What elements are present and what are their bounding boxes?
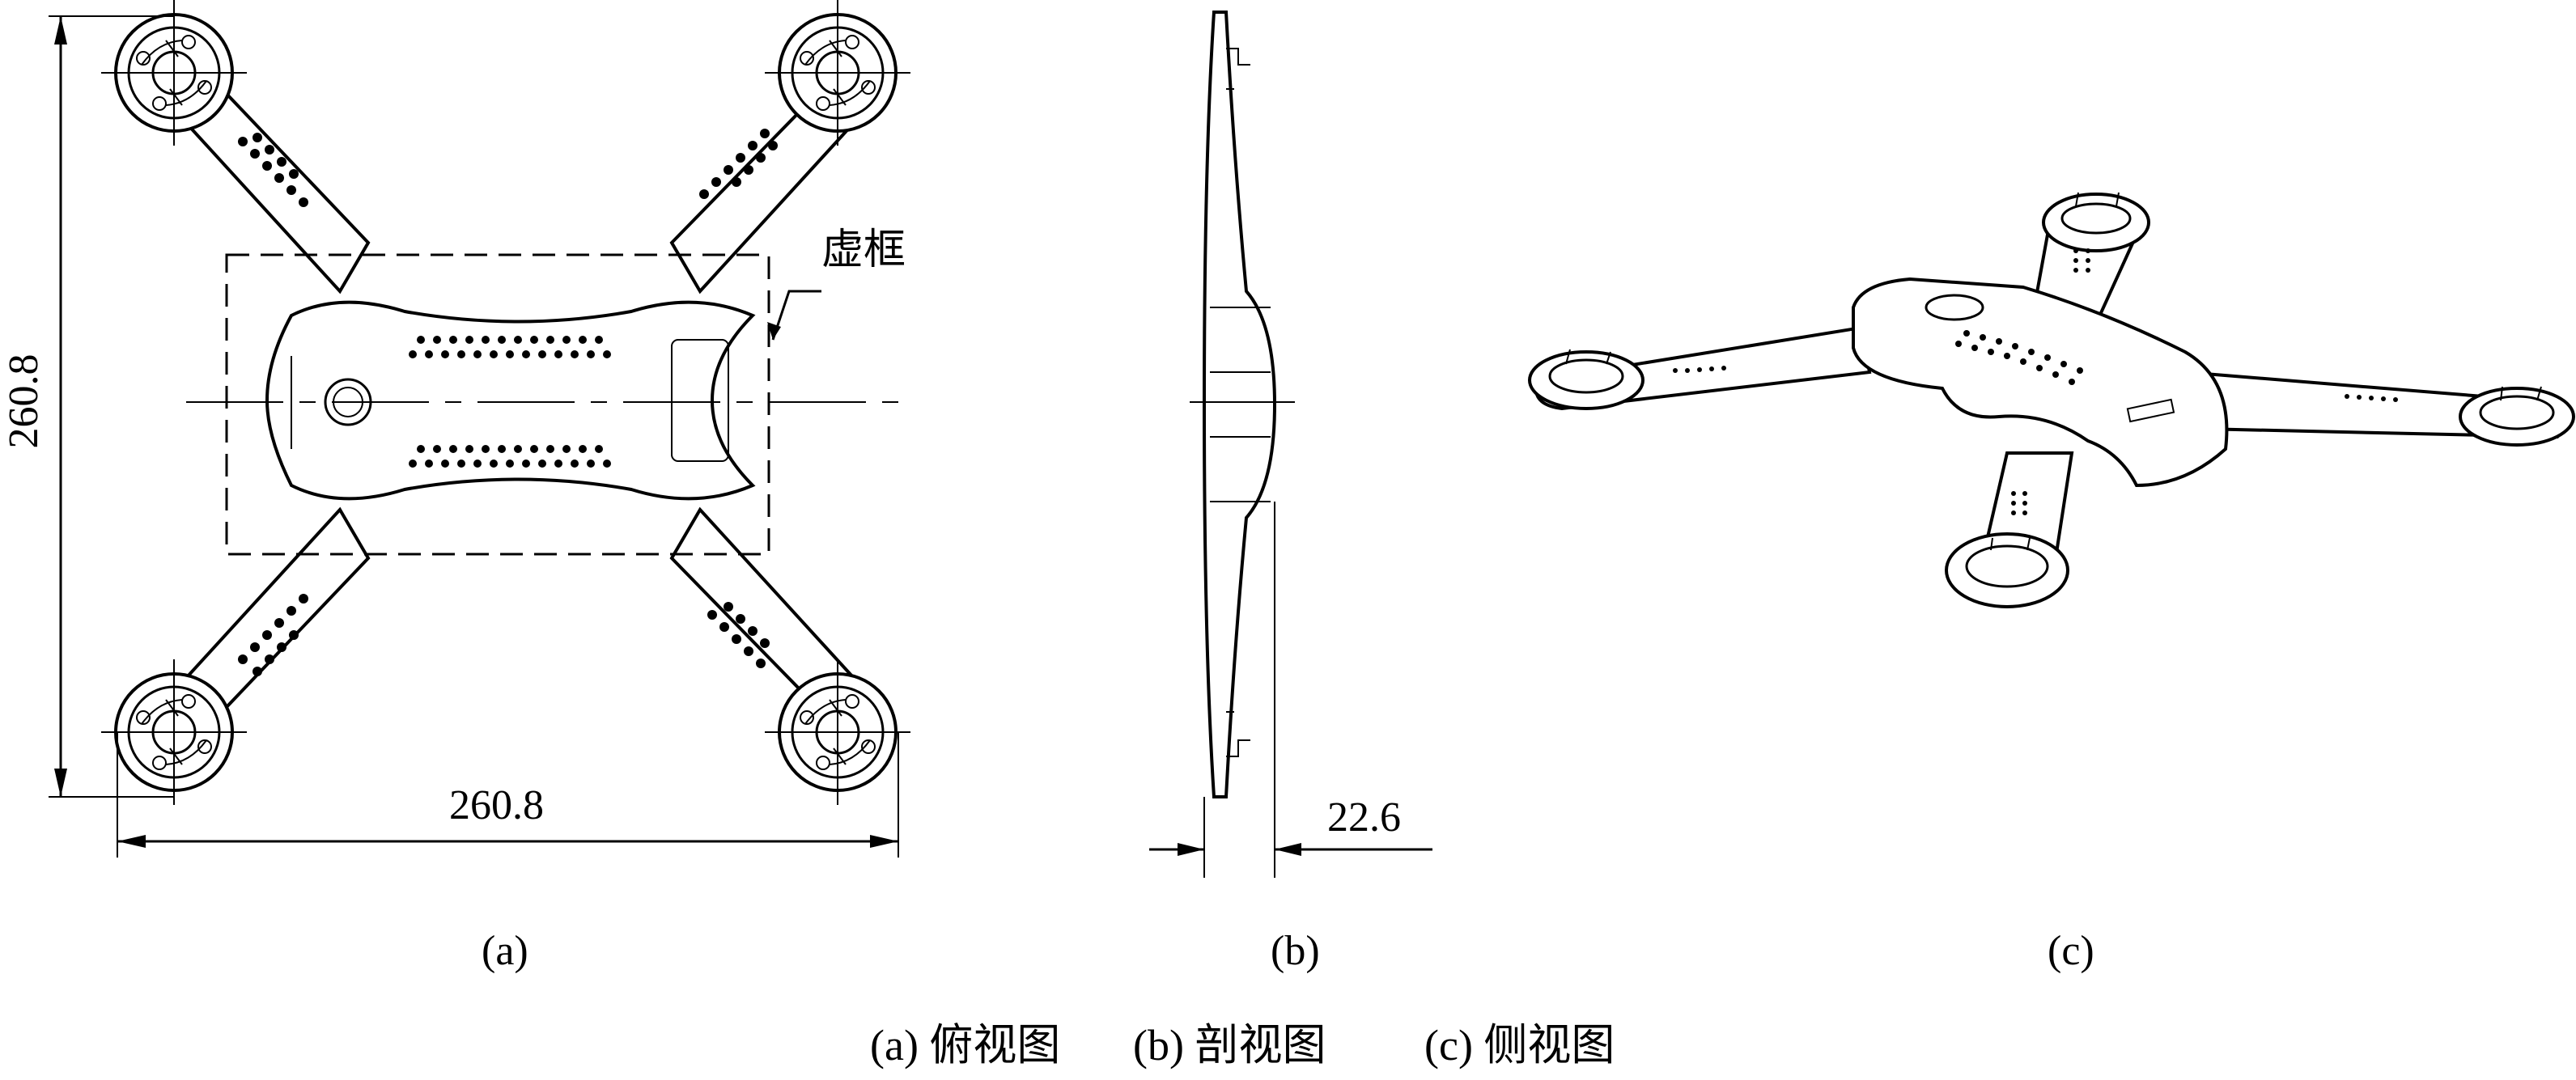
callout-leader xyxy=(771,290,821,341)
callout-box-label: 虚框 xyxy=(821,226,906,274)
section-profile xyxy=(1202,11,1277,798)
rear-slot xyxy=(671,339,729,462)
vent-dots xyxy=(238,129,778,676)
iso-vent-dots xyxy=(1673,248,2398,515)
motor-mount-br xyxy=(763,658,912,807)
dim-height-label: 260.8 xyxy=(1,354,47,449)
subfigure-label-b: (b) xyxy=(1271,928,1320,974)
top-view xyxy=(49,0,912,858)
caption-b: (b) 剖视图 xyxy=(1133,1021,1326,1069)
isometric-view xyxy=(1528,192,2575,608)
subfigure-label-a: (a) xyxy=(482,928,528,974)
dim-width-label: 260.8 xyxy=(449,782,544,828)
caption-a: (a) 俯视图 xyxy=(870,1021,1061,1069)
caption-c: (c) 侧视图 xyxy=(1424,1021,1615,1069)
dim-thickness-label: 22.6 xyxy=(1327,794,1401,841)
section-view xyxy=(1149,11,1432,878)
central-body xyxy=(265,300,756,501)
subfigure-label-c: (c) xyxy=(2048,928,2094,974)
iso-body xyxy=(1852,277,2229,488)
dashed-box xyxy=(225,253,770,556)
